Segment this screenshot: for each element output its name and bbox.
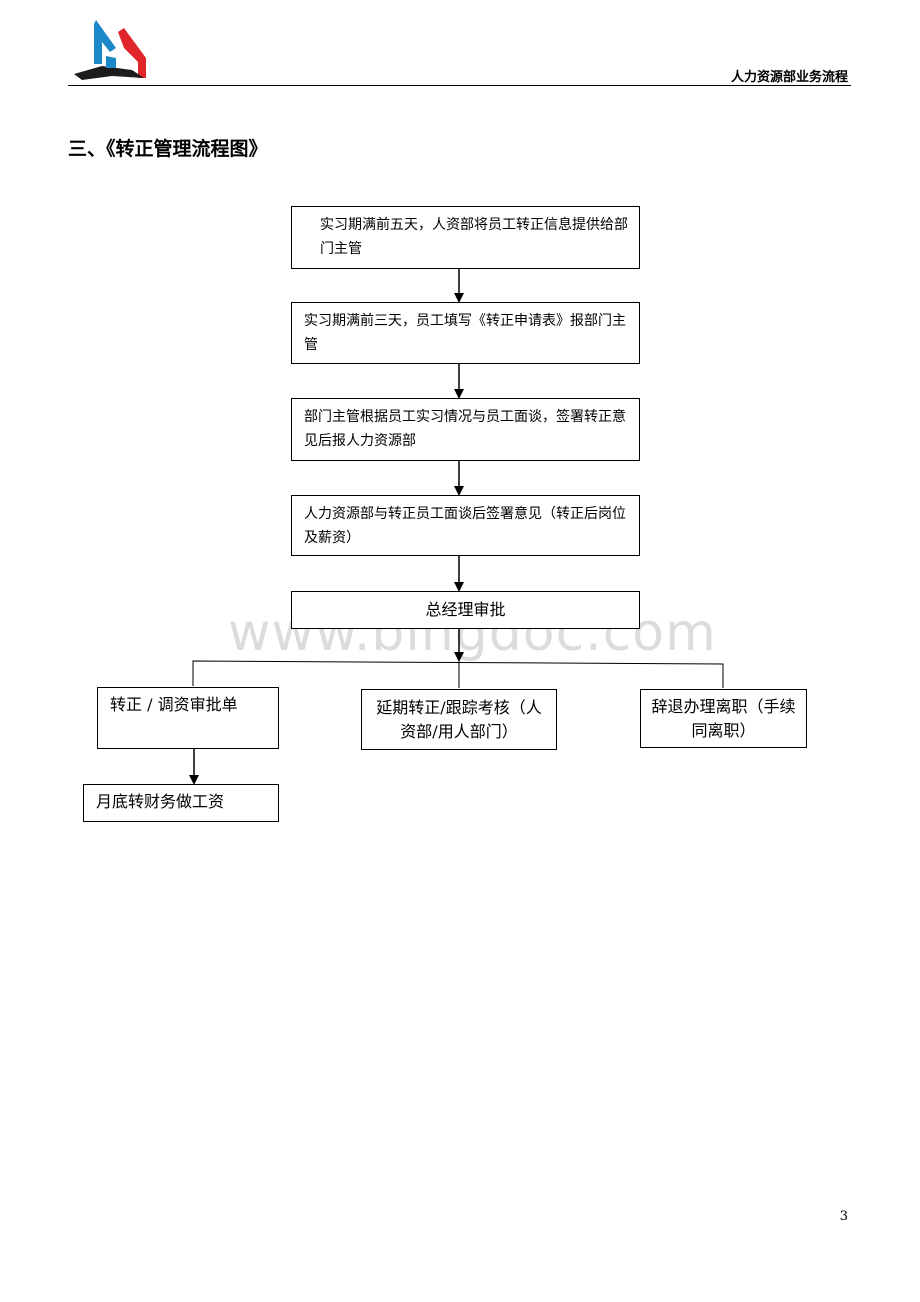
page-number: 3 [839,1209,848,1224]
flow-step-3: 部门主管根据员工实习情况与员工面谈，签署转正意见后报人力资源部 [291,398,640,461]
branch-middle-text: 延期转正/跟踪考核（人资部/用人部门） [376,697,542,741]
final-step-text: 月底转财务做工资 [96,792,225,811]
branch-splitter [192,660,724,688]
branch-right-text: 辞退办理离职（手续同离职） [651,696,796,740]
section-title: 三、《转正管理流程图》 [68,138,268,160]
flow-step-4-text: 人力资源部与转正员工面谈后签署意见（转正后岗位及薪资） [304,506,626,546]
flow-step-1: 实习期满前五天，人资部将员工转正信息提供给部门主管 [291,206,640,269]
flow-step-4: 人力资源部与转正员工面谈后签署意见（转正后岗位及薪资） [291,495,640,556]
logo-blue-base [106,56,116,68]
flow-step-3-text: 部门主管根据员工实习情况与员工面谈，签署转正意见后报人力资源部 [304,409,626,449]
logo-dark-swoosh [74,66,144,80]
final-step-box: 月底转财务做工资 [83,784,279,822]
flow-step-5-text: 总经理审批 [425,600,506,619]
flow-step-5: 总经理审批 [291,591,640,629]
company-logo [74,20,146,80]
header-title: 人力资源部业务流程 [730,70,848,85]
branch-middle-box: 延期转正/跟踪考核（人资部/用人部门） [361,689,557,750]
flow-step-2: 实习期满前三天，员工填写《转正申请表》报部门主管 [291,302,640,364]
flow-step-2-text: 实习期满前三天，员工填写《转正申请表》报部门主管 [304,313,626,353]
flow-step-1-text: 实习期满前五天，人资部将员工转正信息提供给部门主管 [320,217,628,257]
branch-left-box: 转正 / 调资审批单 [97,687,279,749]
branch-left-text: 转正 / 调资审批单 [110,695,238,714]
branch-right-box: 辞退办理离职（手续同离职） [640,689,807,748]
logo-red-shape [118,28,146,78]
logo-blue-shape [94,20,116,64]
header-divider [68,85,851,86]
